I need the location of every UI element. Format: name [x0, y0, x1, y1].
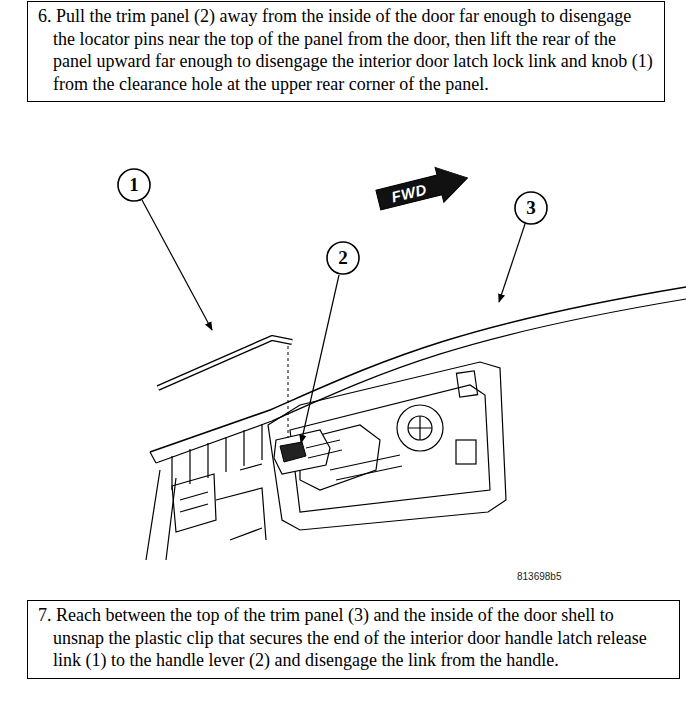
- drawing-part: [408, 416, 432, 440]
- forward-arrow-shape: [374, 160, 472, 217]
- drawing-part: [146, 470, 176, 560]
- direction-label: FWD: [374, 167, 444, 217]
- callout-number: 3: [514, 191, 548, 225]
- drawing-part: [142, 200, 212, 330]
- instruction-box: 7. Reach between the top of the trim pan…: [27, 600, 680, 679]
- drawing-part: [150, 287, 686, 452]
- drawing-part: [180, 492, 208, 512]
- drawing-part: [158, 338, 292, 388]
- latch-release-link: [158, 338, 292, 438]
- drawing-part: [150, 452, 156, 463]
- drawing-part: [156, 299, 686, 463]
- drawing-part: [288, 346, 289, 438]
- callout-circle: 3: [514, 191, 548, 225]
- callout-ring: [118, 169, 150, 201]
- step-text: 7. Reach between the top of the trim pan…: [53, 604, 669, 672]
- drawing-part: [172, 424, 262, 490]
- drawing-part: [280, 442, 306, 462]
- drawing-part: [397, 405, 443, 451]
- drawing-part: [301, 275, 339, 443]
- figure-number: 813698b5: [517, 571, 562, 582]
- drawing-part: [456, 371, 477, 397]
- callout-number: 2: [326, 241, 360, 275]
- drawing-part: [172, 474, 216, 532]
- instruction-box: 6. Pull the trim panel (2) away from the…: [27, 1, 665, 102]
- callout-ring: [327, 242, 359, 274]
- drawing-part: [499, 224, 525, 302]
- callout-number: 1: [117, 168, 151, 202]
- callout-circle: 1: [117, 168, 151, 202]
- drawing-part: [158, 338, 292, 388]
- callout-ring: [515, 192, 547, 224]
- drawing-part: [268, 362, 506, 530]
- drawing-part: [306, 440, 342, 458]
- callout-circle: 2: [326, 241, 360, 275]
- step-text: 6. Pull the trim panel (2) away from the…: [53, 5, 654, 95]
- forward-arrow: FWD: [374, 160, 472, 217]
- drawing-part: [408, 416, 432, 440]
- drawing-part: [330, 455, 402, 480]
- trim-panel: [146, 287, 686, 560]
- drawing-part: [216, 488, 266, 540]
- drawing-part: [456, 440, 476, 464]
- drawing-part: [240, 464, 262, 470]
- handle-bezel: [268, 362, 506, 530]
- handle-lever: [274, 430, 342, 474]
- leader-lines: [142, 200, 525, 443]
